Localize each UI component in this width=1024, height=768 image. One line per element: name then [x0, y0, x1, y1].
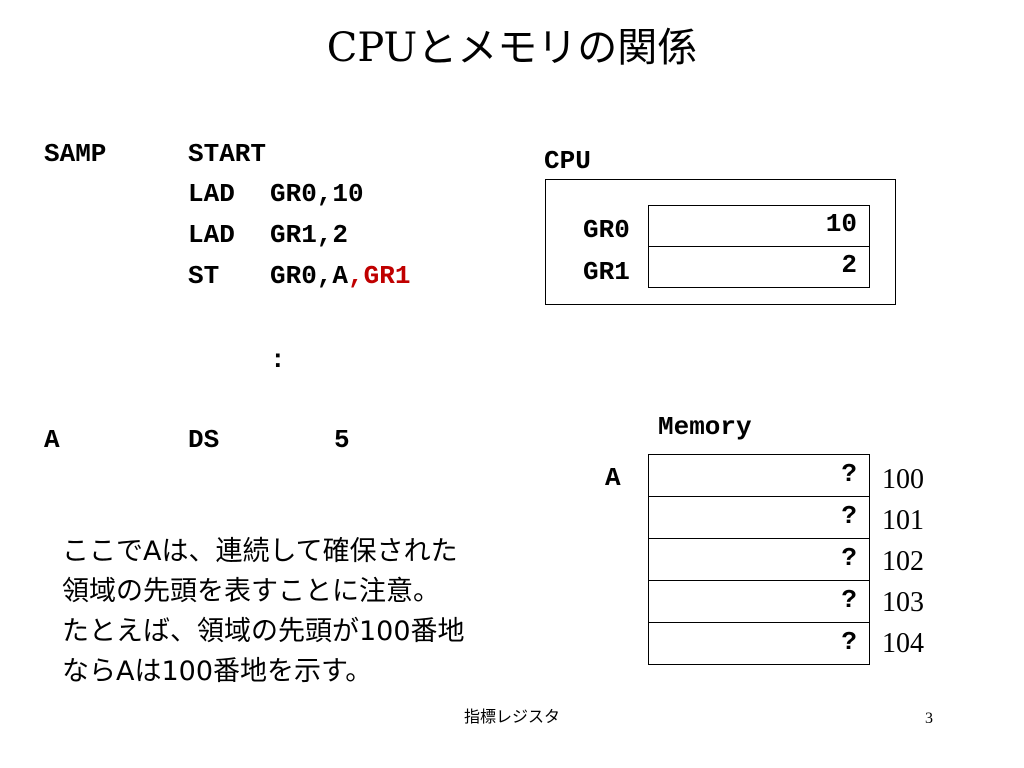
cpu-box [545, 179, 896, 305]
memory-cell-104: ? [648, 622, 870, 665]
memory-address-100: 100 [882, 464, 924, 495]
cpu-label: CPU [544, 146, 591, 176]
code-label-a: A [44, 425, 60, 455]
memory-address-102: 102 [882, 546, 924, 577]
code-args-st-main: GR0,A [270, 261, 349, 291]
memory-cell-101: ? [648, 496, 870, 539]
code-args-st-highlight: ,GR1 [348, 261, 411, 291]
register-gr0-label: GR0 [583, 215, 630, 245]
memory-symbol-a: A [605, 463, 621, 493]
note-line: たとえば、領域の先頭が100番地 [62, 616, 465, 647]
register-gr1-value: 2 [648, 246, 870, 288]
code-label-samp: SAMP [44, 139, 107, 169]
code-op-lad-1: LAD [188, 179, 235, 209]
slide-title: CPUとメモリの関係 [326, 25, 698, 71]
code-args-st: GR0,A,GR1 [270, 256, 410, 296]
page-number: 3 [925, 710, 933, 727]
note-line: 領域の先頭を表すことに注意。 [62, 576, 440, 607]
memory-cell-103: ? [648, 580, 870, 623]
memory-cell-102: ? [648, 538, 870, 581]
code-ellipsis: : [270, 345, 286, 375]
code-op-st: ST [188, 261, 220, 291]
code-op-lad-2: LAD [188, 220, 235, 250]
code-op-start: START [188, 139, 267, 169]
code-args-lad-1: GR0,10 [270, 179, 364, 209]
note-text: ここでAは、連続して確保された 領域の先頭を表すことに注意。 たとえば、領域の先… [62, 532, 542, 692]
register-gr1-label: GR1 [583, 257, 630, 287]
code-args-lad-2: GR1,2 [270, 220, 349, 250]
code-op-ds: DS [188, 425, 220, 455]
footer-title: 指標レジスタ [463, 707, 560, 726]
register-gr0-value: 10 [648, 205, 870, 247]
memory-address-103: 103 [882, 587, 924, 618]
memory-address-104: 104 [882, 628, 924, 659]
memory-cell-100: ? [648, 454, 870, 497]
memory-label: Memory [658, 412, 752, 442]
code-args-ds: 5 [334, 425, 350, 455]
note-line: ならAは100番地を示す。 [62, 656, 373, 687]
memory-address-101: 101 [882, 505, 924, 536]
note-line: ここでAは、連続して確保された [62, 536, 458, 567]
